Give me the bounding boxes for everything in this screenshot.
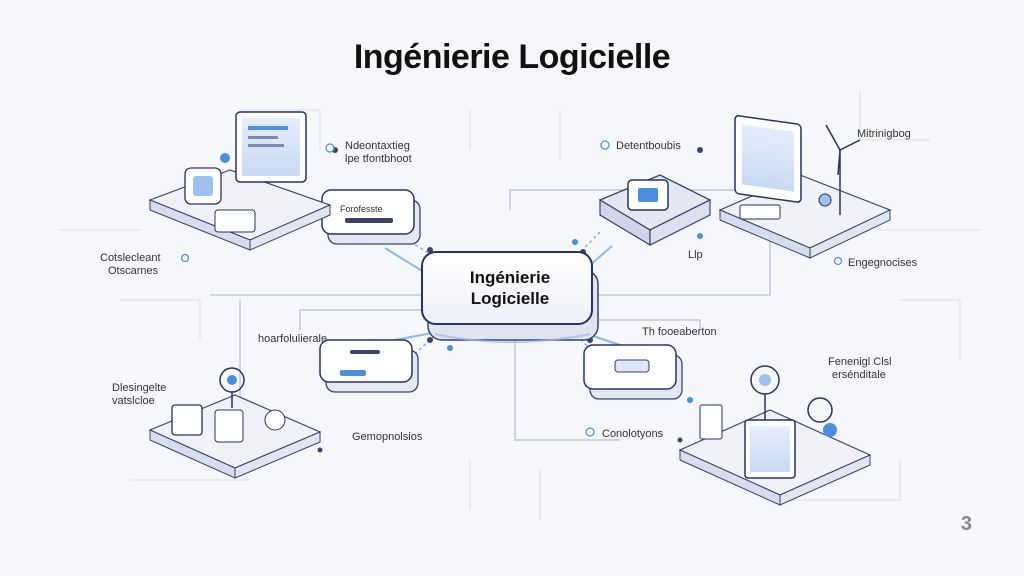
label-right-1: Fenenigl Clsl — [828, 356, 892, 368]
cluster-upper-right — [718, 115, 892, 259]
node-upper-left-label: Forofesste — [340, 204, 383, 214]
label-mid-left: hoarfolulierale — [258, 333, 328, 345]
cluster-lower-left — [148, 367, 322, 479]
label-right-2: ersénditale — [832, 369, 886, 381]
label-mid-right: Th fooeaberton — [642, 326, 717, 338]
label-upper-right-mid: Llp — [688, 249, 703, 261]
label-bottom-center: Gemopnolsios — [352, 431, 423, 443]
slide-title: Ingénierie Logicielle — [353, 38, 671, 76]
label-top-left-1: Ndeontaxtieg — [345, 140, 410, 152]
label-bottom-left-1: Dlesingelte — [112, 382, 167, 394]
node-lower-left — [319, 339, 419, 393]
label-bottom-left-2: vatslcloe — [112, 395, 155, 407]
hub-label-line1: Ingénierie — [469, 268, 551, 287]
node-upper-right — [598, 174, 712, 247]
label-left-2: Otscarnes — [108, 265, 159, 277]
label-far-right-top: Mitrinigbog — [857, 128, 911, 140]
label-top-right: Detentboubis — [616, 140, 681, 152]
node-lower-right — [583, 344, 683, 400]
hub-platform — [421, 251, 599, 343]
label-bottom-right: Conolotyons — [602, 428, 664, 440]
cluster-lower-right — [678, 365, 872, 506]
label-left-1: Cotslecleant — [100, 252, 161, 264]
label-top-left-2: lpe tfontbhoot — [345, 153, 412, 165]
page-number: 3 — [960, 513, 972, 535]
label-far-right-mid: Engegnocises — [848, 257, 918, 269]
pin-icons — [180, 140, 843, 437]
hub-label-line2: Logicielle — [470, 289, 550, 308]
cluster-upper-left — [148, 111, 332, 251]
hub-label: Ingénierie Logicielle — [440, 267, 580, 309]
node-upper-left — [321, 189, 421, 245]
accent-dots — [447, 233, 703, 403]
